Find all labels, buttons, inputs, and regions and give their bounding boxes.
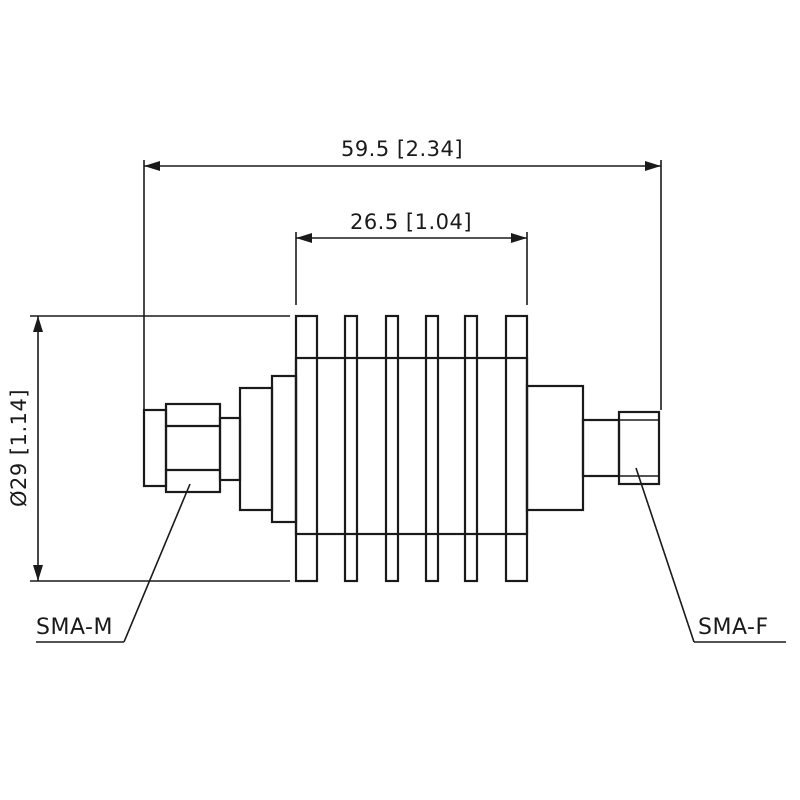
sma-f-threaded-barrel xyxy=(617,410,661,486)
overall-length-label: 59.5 [2.34] xyxy=(341,137,463,161)
sma-f-body xyxy=(581,418,621,478)
left-flange xyxy=(238,386,274,512)
body-length-dimension: 26.5 [1.04] xyxy=(295,210,528,305)
sma-m-neck xyxy=(218,416,242,482)
overall-length-dimension: 59.5 [2.34] xyxy=(143,137,662,410)
callout-leader-line xyxy=(123,483,191,643)
arrow-left xyxy=(296,233,312,243)
heatsink-fin xyxy=(343,314,359,583)
heatsink-fin xyxy=(424,314,440,583)
sma-m-label: SMA-M xyxy=(36,615,113,640)
arrow-bottom xyxy=(33,565,43,581)
diameter-label: Ø29 [1.14] xyxy=(7,389,31,507)
heatsink-fin xyxy=(463,314,479,583)
arrow-right xyxy=(645,161,661,171)
sma-f-callout: SMA-F xyxy=(635,467,786,643)
sma-m-coupling-end xyxy=(142,408,168,488)
arrow-left xyxy=(144,161,160,171)
right-housing xyxy=(525,384,585,512)
attenuator-body xyxy=(142,314,661,583)
callout-leader-line xyxy=(635,467,695,643)
body-length-label: 26.5 [1.04] xyxy=(350,210,472,234)
left-shoulder xyxy=(270,374,298,524)
diameter-dimension: Ø29 [1.14] xyxy=(7,315,290,582)
core-cylinder xyxy=(294,356,529,536)
sma-m-callout: SMA-M xyxy=(36,483,191,643)
arrow-right xyxy=(511,233,527,243)
heatsink-fin xyxy=(294,314,319,583)
heatsink-fin xyxy=(504,314,529,583)
heatsink-fin xyxy=(384,314,400,583)
sma-m-hex-nut xyxy=(164,402,222,494)
arrow-top xyxy=(33,316,43,332)
sma-f-label: SMA-F xyxy=(698,615,769,640)
